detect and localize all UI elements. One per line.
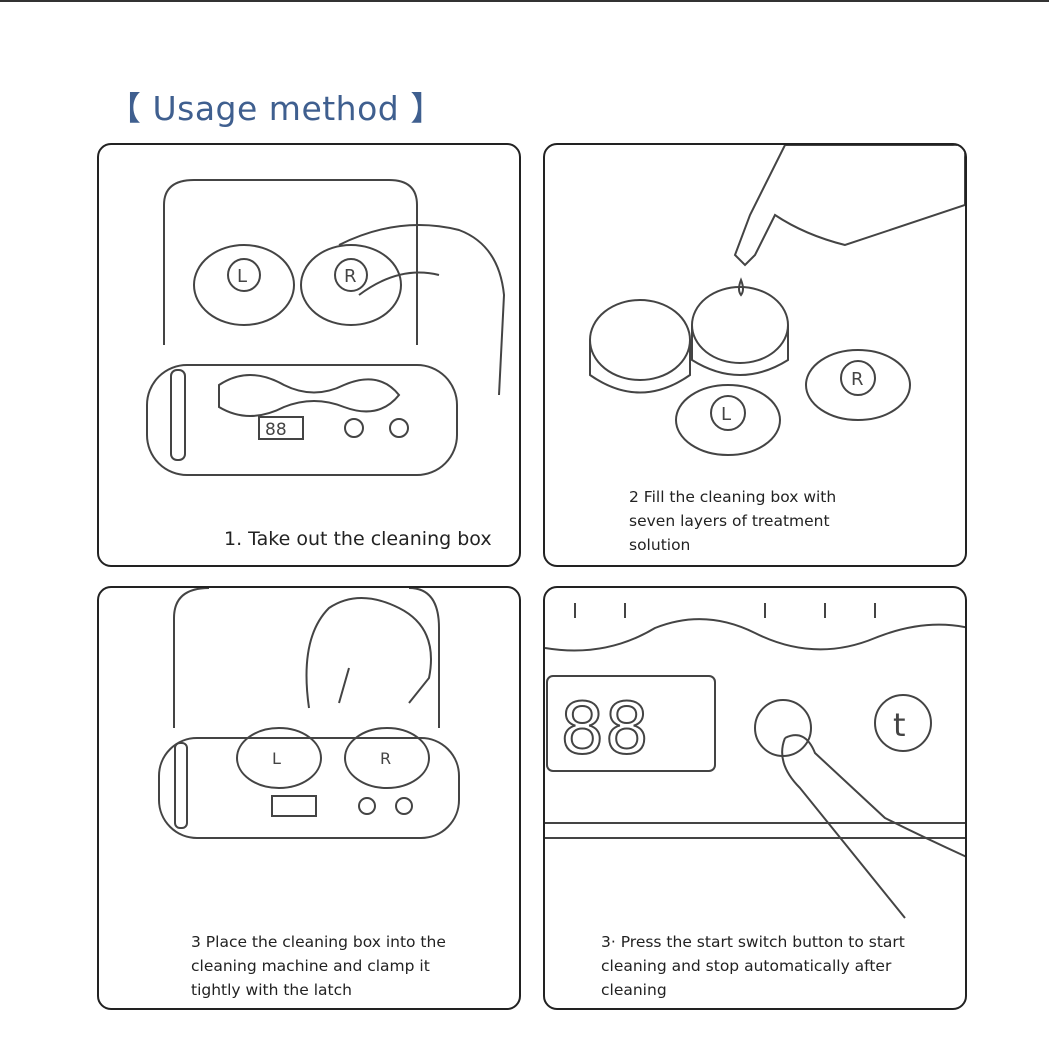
place-box-illustration: L R <box>158 588 460 839</box>
caption-line: seven layers of treatment <box>629 512 830 530</box>
caption-line: 3 Place the cleaning box into the <box>191 933 446 951</box>
caption-line: 2 Fill the cleaning box with <box>629 488 837 506</box>
step-4-panel: 88 t 3· Press the start switch button to… <box>543 586 967 1010</box>
caption-line: solution <box>629 536 691 554</box>
caption-line: cleaning machine and clamp it <box>191 957 430 975</box>
step-1-caption: 1. Take out the cleaning box <box>224 528 492 550</box>
right-cap-label: R <box>380 749 391 768</box>
step-3-caption: 3 Place the cleaning box into the cleani… <box>191 930 446 1002</box>
caption-line: tightly with the latch <box>191 981 352 999</box>
right-cap-label: R <box>344 266 357 287</box>
display-label: 88 <box>560 688 649 770</box>
top-divider <box>0 0 1049 2</box>
press-start-illustration: 88 t <box>545 603 965 919</box>
take-out-box-illustration: 88 L R <box>146 179 506 476</box>
step-3-panel: L R 3 Place the cleaning box into the cl… <box>97 586 521 1010</box>
caption-line: cleaning <box>601 981 667 999</box>
left-cap-label: L <box>721 404 731 425</box>
left-cap-label: L <box>272 749 281 768</box>
step-2-caption: 2 Fill the cleaning box with seven layer… <box>629 485 836 557</box>
fill-solution-illustration: L R <box>589 145 965 456</box>
caption-line: cleaning and stop automatically after <box>601 957 892 975</box>
timer-label: t <box>893 706 906 744</box>
step-4-caption: 3· Press the start switch button to star… <box>601 930 905 1002</box>
step-2-panel: L R 2 Fill the cleaning box with seven l… <box>543 143 967 567</box>
step-1-panel: 88 L R 1. Take out the cleaning box <box>97 143 521 567</box>
caption-line: 3· Press the start switch button to star… <box>601 933 905 951</box>
left-cap-label: L <box>237 266 247 287</box>
display-label: 88 <box>265 420 287 440</box>
right-cap-label: R <box>851 369 864 390</box>
page-title: 【 Usage method 】 <box>108 89 444 128</box>
